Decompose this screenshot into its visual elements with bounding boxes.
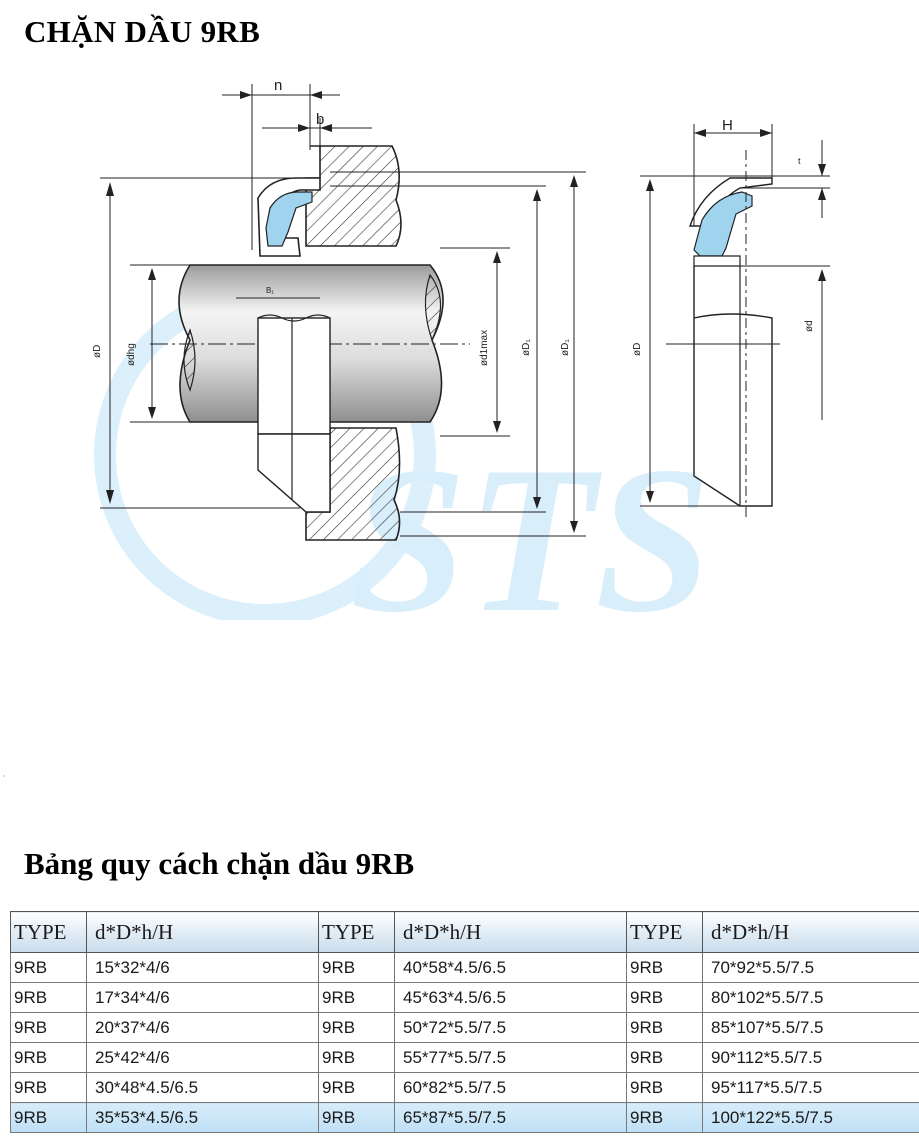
cell-type: 9RB [318, 952, 395, 983]
label-d1max: ød1max [479, 330, 490, 366]
cell-size: 17*34*4/6 [86, 982, 319, 1013]
cell-size: 90*112*5.5/7.5 [702, 1042, 919, 1073]
header-type-2: TYPE [318, 911, 395, 953]
dimension-arrows-right [646, 129, 826, 503]
table-row: 9RB 30*48*4.5/6.5 9RB 60*82*5.5/7.5 9RB … [10, 1072, 919, 1103]
cell-size: 50*72*5.5/7.5 [394, 1012, 627, 1043]
cell-size: 30*48*4.5/6.5 [86, 1072, 319, 1103]
cell-size: 15*32*4/6 [86, 952, 319, 983]
dimension-lines-right [640, 124, 830, 507]
label-dhg: ødhg [126, 343, 137, 366]
cell-type: 9RB [318, 1072, 395, 1103]
cell-size: 85*107*5.5/7.5 [702, 1012, 919, 1043]
cell-type: 9RB [10, 1102, 87, 1133]
cell-type: 9RB [10, 952, 87, 983]
cell-type: 9RB [318, 982, 395, 1013]
dimension-arrows-left [106, 91, 578, 533]
table-row: 9RB 20*37*4/6 9RB 50*72*5.5/7.5 9RB 85*1… [10, 1012, 919, 1043]
cell-type: 9RB [10, 1072, 87, 1103]
cell-type: 9RB [626, 982, 703, 1013]
header-size-1: d*D*h/H [86, 911, 319, 953]
table-row: 9RB 17*34*4/6 9RB 45*63*4.5/6.5 9RB 80*1… [10, 982, 919, 1013]
spec-table: TYPE d*D*h/H TYPE d*D*h/H TYPE d*D*h/H 9… [10, 911, 919, 1133]
table-header-row: TYPE d*D*h/H TYPE d*D*h/H TYPE d*D*h/H [10, 911, 919, 953]
seal-technical-drawing: STS [92, 77, 830, 620]
seal-side-view [689, 150, 773, 520]
cell-type: 9RB [626, 952, 703, 983]
cell-size: 65*87*5.5/7.5 [394, 1102, 627, 1133]
stray-dot [3, 775, 5, 777]
cell-size: 80*102*5.5/7.5 [702, 982, 919, 1013]
header-type-1: TYPE [10, 911, 87, 953]
header-size-3: d*D*h/H [702, 911, 919, 953]
label-d-right: ød [804, 320, 815, 332]
cell-type: 9RB [318, 1012, 395, 1043]
seal-profile-left [257, 177, 331, 513]
header-type-3: TYPE [626, 911, 703, 953]
cell-size: 95*117*5.5/7.5 [702, 1072, 919, 1103]
watermark-text: STS [350, 424, 712, 620]
label-D1: øD₁ [521, 339, 532, 356]
cell-type: 9RB [318, 1042, 395, 1073]
cell-size: 60*82*5.5/7.5 [394, 1072, 627, 1103]
label-D-left: øD [92, 345, 103, 358]
page-title: CHẶN DẦU 9RB [24, 14, 261, 49]
cell-type: 9RB [10, 1042, 87, 1073]
header-size-2: d*D*h/H [394, 911, 627, 953]
cell-size: 20*37*4/6 [86, 1012, 319, 1043]
cell-type: 9RB [626, 1102, 703, 1133]
table-row: 9RB 15*32*4/6 9RB 40*58*4.5/6.5 9RB 70*9… [10, 952, 919, 983]
label-t: t [798, 156, 801, 166]
cell-size: 100*122*5.5/7.5 [702, 1102, 919, 1133]
label-b1: B₁ [266, 286, 274, 295]
cell-type: 9RB [10, 982, 87, 1013]
cell-type: 9RB [626, 1072, 703, 1103]
cell-size: 45*63*4.5/6.5 [394, 982, 627, 1013]
cell-type: 9RB [318, 1102, 395, 1133]
cell-size: 35*53*4.5/6.5 [86, 1102, 319, 1133]
label-n: n [274, 77, 282, 94]
cell-size: 55*77*5.5/7.5 [394, 1042, 627, 1073]
table-row-highlighted: 9RB 35*53*4.5/6.5 9RB 65*87*5.5/7.5 9RB … [10, 1102, 919, 1133]
dimension-lines-left [100, 84, 586, 537]
cell-size: 25*42*4/6 [86, 1042, 319, 1073]
cell-type: 9RB [626, 1042, 703, 1073]
cell-size: 70*92*5.5/7.5 [702, 952, 919, 983]
label-b: b [316, 111, 324, 128]
cell-size: 40*58*4.5/6.5 [394, 952, 627, 983]
table-title: Bảng quy cách chặn dầu 9RB [24, 846, 415, 881]
label-D1-outer: øD₁ [560, 339, 571, 356]
label-D-right: øD [632, 343, 643, 356]
table-row: 9RB 25*42*4/6 9RB 55*77*5.5/7.5 9RB 90*1… [10, 1042, 919, 1073]
label-H: H [722, 117, 733, 134]
cell-type: 9RB [10, 1012, 87, 1043]
dimension-labels: n b H t B₁ øD ødhg ød1max øD₁ øD₁ øD ød [92, 77, 815, 366]
cell-type: 9RB [626, 1012, 703, 1043]
